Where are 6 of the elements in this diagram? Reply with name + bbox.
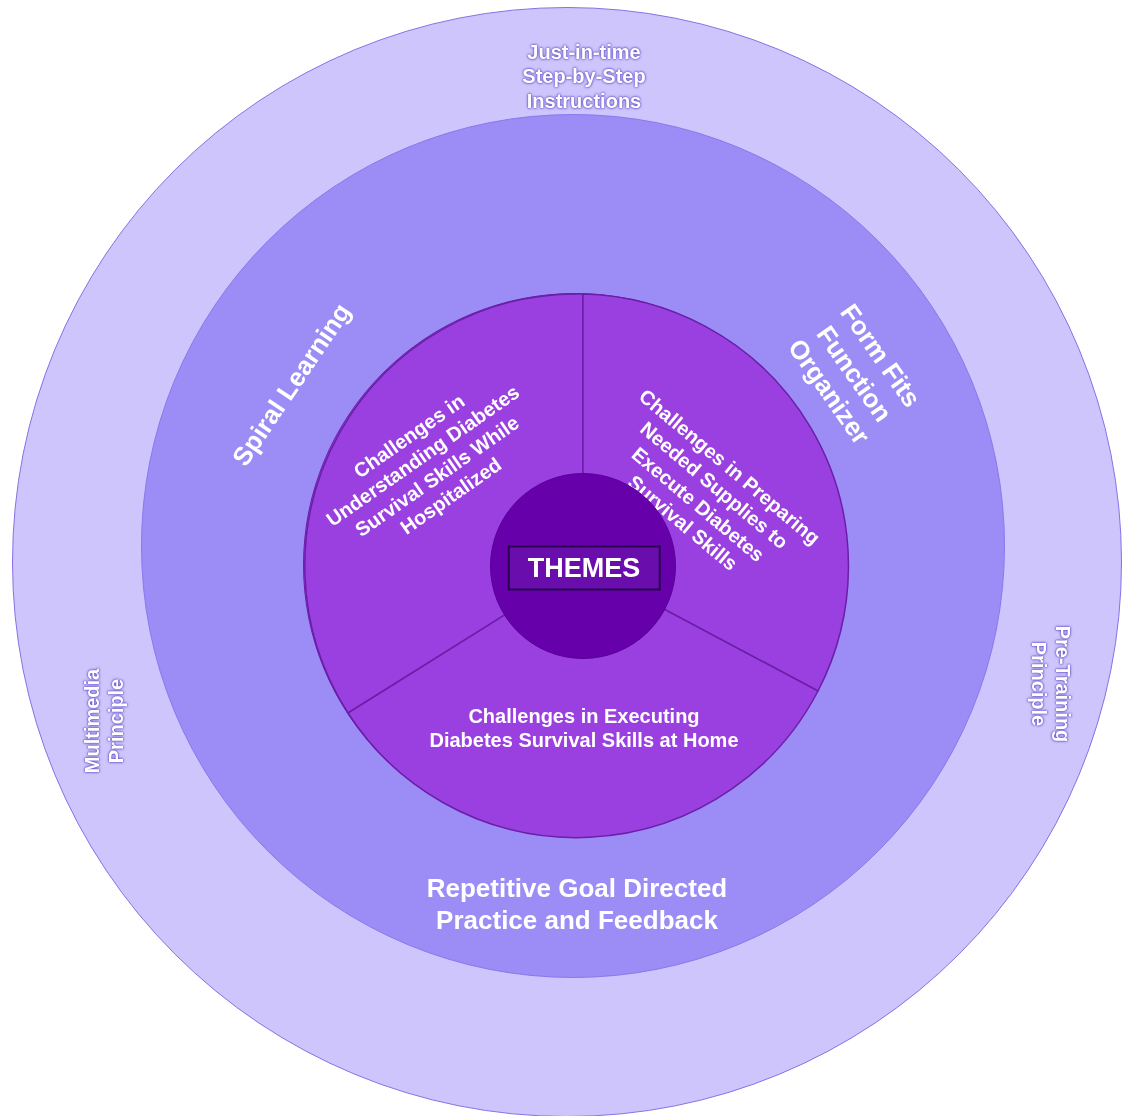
ring-label: Pre-Training Principle: [1027, 624, 1076, 745]
ring-label: Just-in-time Step-by-Step Instructions: [521, 40, 647, 114]
center-label: THEMES: [507, 545, 661, 591]
sector-label: Challenges in Executing Diabetes Survival Skills at Home: [429, 703, 739, 753]
ring-label: Repetitive Goal Directed Practice and Feedback: [425, 873, 729, 937]
ring-label: Multimedia Principle: [79, 667, 128, 776]
